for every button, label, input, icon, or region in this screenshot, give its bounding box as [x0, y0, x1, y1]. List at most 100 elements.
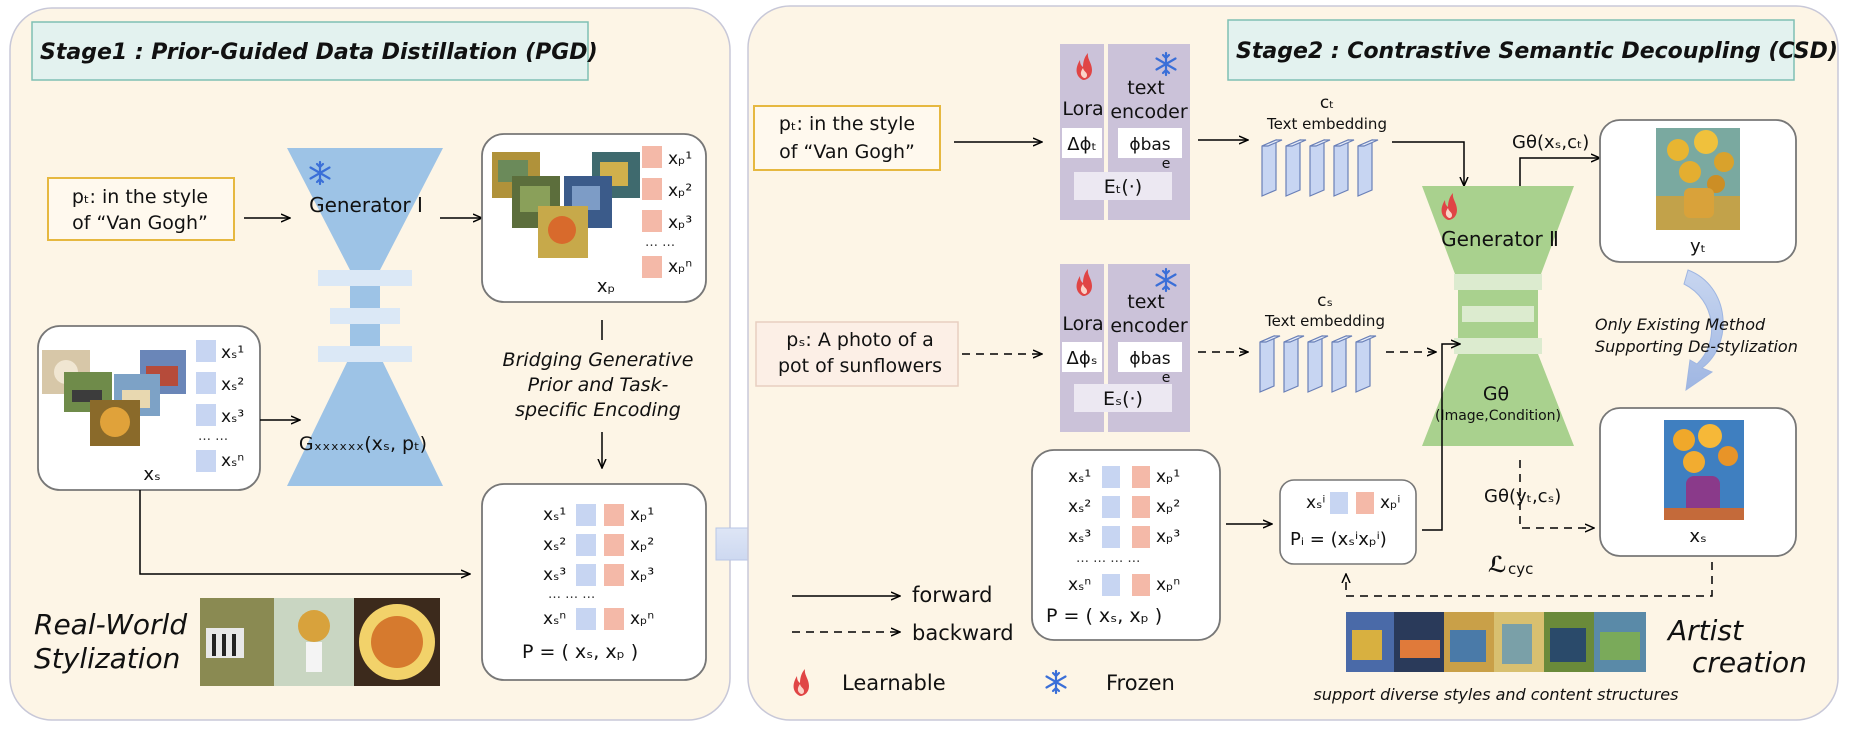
stage1-pairs-pink [604, 504, 624, 630]
pi-s-label: xₛⁱ [1306, 493, 1325, 513]
stage2-prompt-t-line1: pₜ: in the style [779, 113, 915, 135]
stage1-title-box [31, 21, 589, 81]
xs-caption: xₛ [143, 464, 160, 485]
s2-pair-formula: P = ( xₛ, xₚ ) [1046, 605, 1162, 627]
yt-caption: yₜ [1690, 236, 1706, 257]
legend-learnable: Learnable [842, 671, 946, 695]
stage2-title-box [1227, 19, 1795, 81]
s2-pair-p-2: xₚ² [1156, 497, 1180, 517]
only-existing-line-2: Supporting De-stylization [1595, 337, 1798, 356]
s1-pair-s-3: xₛ³ [543, 565, 566, 585]
encoder-s-fn: Eₛ(·) [1103, 388, 1143, 410]
encoder-s-delta: Δϕₛ [1067, 348, 1098, 369]
bridge-line-2: Prior and Task- [528, 374, 669, 396]
generator2-label: Generator Ⅱ [1441, 227, 1559, 251]
stage2-prompt-t-box [753, 105, 941, 171]
stage1-title: Stage1 : Prior-Guided Data Distillation … [40, 40, 598, 65]
stage2-prompt-s-line1: pₛ: A photo of a [786, 329, 933, 351]
gen2-output-t: Gθ(xₛ,cₜ) [1512, 132, 1589, 153]
generator1-label: Generator Ⅰ [309, 193, 423, 217]
ct-embedding-tokens [1261, 139, 1379, 197]
stage2-prompt-s-box [755, 321, 959, 387]
yt-image [1656, 128, 1740, 230]
generator2-gtheta: Gθ [1483, 383, 1509, 405]
encoder-t-fn-box [1074, 172, 1172, 200]
stage2-pairs-box [1031, 449, 1221, 641]
realworld-line-1: Real-World [34, 608, 187, 641]
realworld-line-2: Stylization [34, 642, 180, 675]
pi-blue [1330, 492, 1348, 514]
encoder-s-phi: ϕbas [1129, 349, 1170, 369]
stage1-prompt-line1: pₜ: in the style [72, 186, 208, 208]
s2-pair-s-3: xₛ³ [1068, 527, 1091, 547]
artist-line-2: creation [1692, 646, 1807, 679]
encoder-t-text: text [1127, 77, 1165, 99]
gen2-output-s: Gθ(yₜ,cₛ) [1484, 486, 1561, 507]
encoder-s-encoder: encoder [1110, 315, 1188, 337]
generator2-layer [1462, 306, 1534, 322]
stage1-pairs-blue [576, 504, 596, 630]
arrow-gen2-to-xs [1519, 460, 1594, 528]
xp-label-3: xₚ³ [668, 213, 692, 233]
only-existing-line-1: Only Existing Method [1595, 315, 1766, 334]
arrow-xs-to-pairs [139, 490, 470, 574]
bridge-line-3: specific Encoding [515, 399, 681, 421]
generator2-condition: (Image,Condition) [1435, 408, 1561, 424]
support-caption: support diverse styles and content struc… [1314, 685, 1679, 704]
encoder-t-phi-box [1118, 128, 1182, 158]
xp-label-n: xₚⁿ [668, 257, 692, 277]
xs-label-3: xₛ³ [221, 407, 244, 427]
s1-pair-p-n: xₚⁿ [630, 609, 654, 629]
xp-label-1: xₚ¹ [668, 149, 692, 169]
pi-pink [1356, 492, 1374, 514]
xs-label-n: xₛⁿ [221, 451, 244, 471]
encoder-t-fn: Eₜ(·) [1104, 176, 1142, 198]
xp-caption: xₚ [597, 276, 615, 297]
ct-label: cₜ [1320, 93, 1334, 113]
encoder-t-encoder: encoder [1110, 101, 1188, 123]
encoder-t-phi: ϕbas [1129, 135, 1170, 155]
s2-pair-s-1: xₛ¹ [1068, 467, 1091, 487]
encoder-t-phi-e: e [1162, 156, 1171, 172]
cycle-loss-arrow [1346, 562, 1713, 597]
legend-forward: forward [912, 583, 993, 607]
generator2-layer [1454, 338, 1542, 354]
encoder-s-lora: Lora [1062, 313, 1103, 335]
generator1-formula: Gₓₓₓₓₓₓ(xₛ, pₜ) [299, 433, 427, 455]
legend-frozen: Frozen [1106, 671, 1175, 695]
stage2-pairs-blue [1102, 466, 1120, 596]
generator2-layer [1454, 274, 1542, 290]
arrow-pi-to-gen2 [1422, 344, 1460, 531]
pi-p-label: xₚⁱ [1380, 493, 1400, 513]
stage1-prompt-line2: of “Van Gogh” [72, 212, 208, 234]
xs-out-caption: xₛ [1689, 526, 1706, 547]
cs-embedding-tokens [1259, 335, 1377, 393]
encoder-s-phi-box [1118, 342, 1182, 372]
s1-pair-s-2: xₛ² [543, 535, 566, 555]
encoder-s-delta-box [1062, 342, 1102, 372]
pi-box [1279, 479, 1417, 565]
s1-pair-s-n: xₛⁿ [543, 609, 566, 629]
xs-vector-strip [196, 340, 216, 472]
s2-pair-p-n: xₚⁿ [1156, 575, 1180, 595]
stage2-pairs-pink [1132, 466, 1150, 596]
stage2-prompt-s-line2: pot of sunflowers [778, 355, 942, 377]
artist-images [1346, 612, 1646, 672]
bridge-line-1: Bridging Generative [503, 349, 694, 371]
xs-thumbnails [42, 350, 186, 446]
arrow-ct-to-gen2 [1392, 141, 1464, 186]
xp-ellipsis: … … [645, 235, 675, 250]
s1-pair-p-2: xₚ² [630, 535, 654, 555]
destylization-curve-arrow [1683, 269, 1724, 392]
artist-line-1: Artist [1666, 614, 1744, 647]
xp-label-2: xₚ² [668, 181, 692, 201]
s1-pair-s-1: xₛ¹ [543, 505, 566, 525]
s1-pair-formula: P = ( xₛ, xₚ ) [522, 641, 638, 663]
legend-backward: backward [912, 621, 1014, 645]
generator1-layer [318, 270, 412, 286]
cs-embedding-label: Text embedding [1264, 312, 1385, 330]
s1-pair-p-3: xₚ³ [630, 565, 654, 585]
xs-label-1: xₛ¹ [221, 343, 244, 363]
s2-pair-p-1: xₚ¹ [1156, 467, 1180, 487]
